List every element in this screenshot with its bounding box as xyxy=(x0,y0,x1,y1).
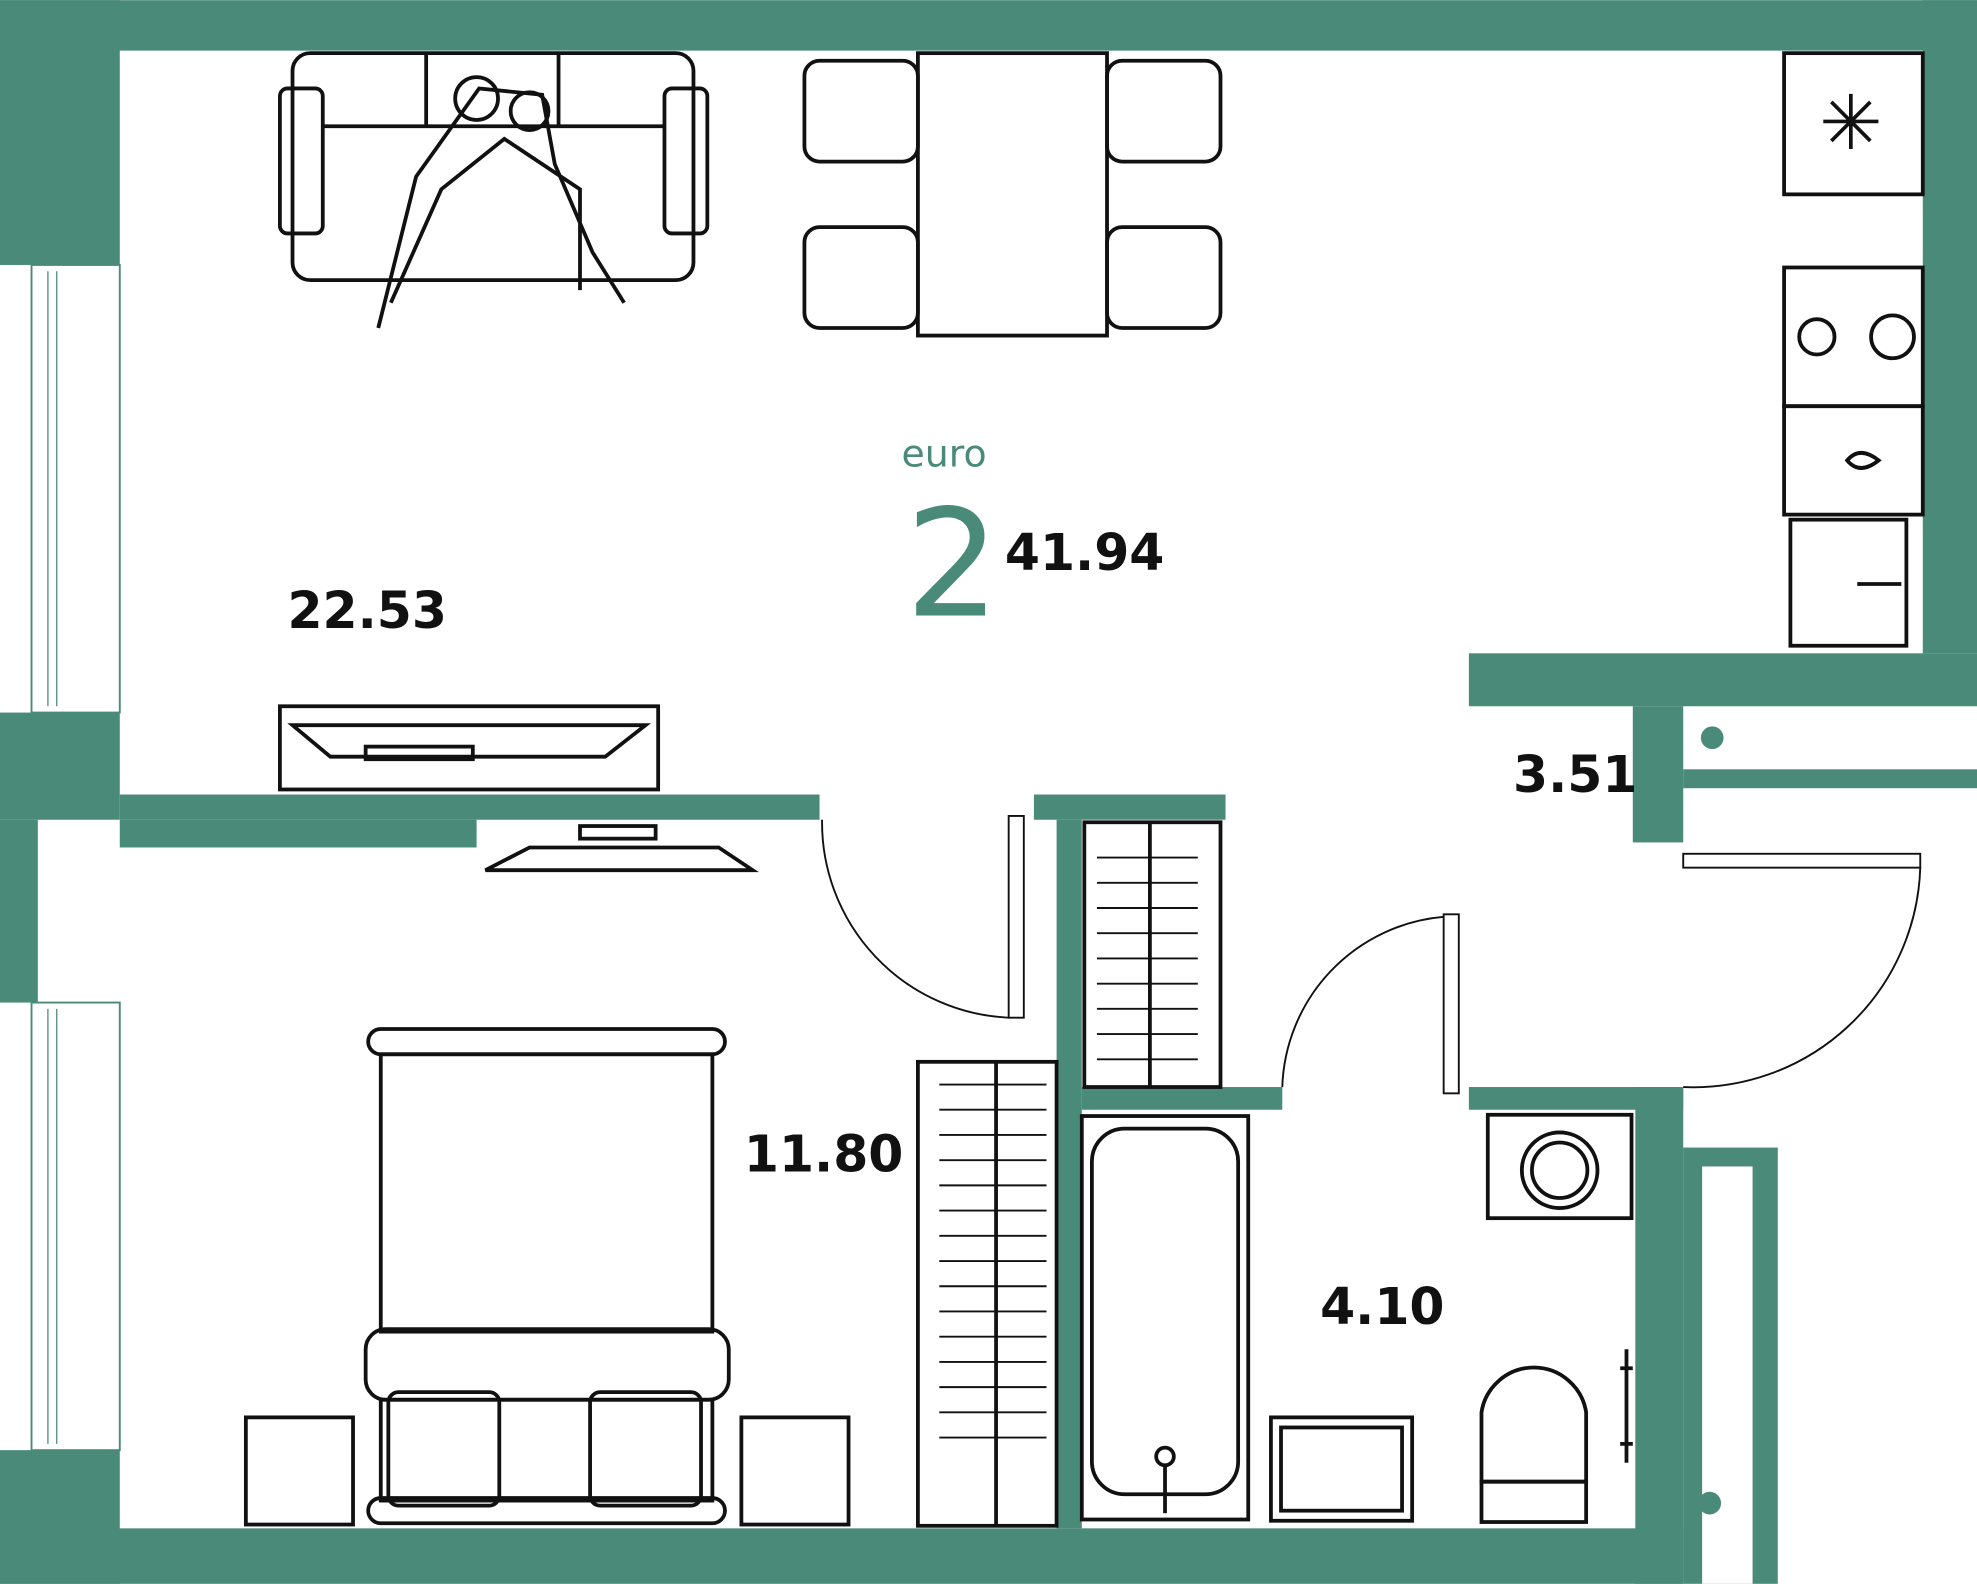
riser-dot xyxy=(1700,726,1724,750)
rooms-count: 2 xyxy=(905,478,1000,651)
bathroom-fixtures-icon xyxy=(1079,1112,1634,1524)
windows xyxy=(30,264,121,1452)
room-area-living: 22.53 xyxy=(287,581,447,640)
room-area-hallway: 3.51 xyxy=(1513,745,1637,804)
tv-stand-icon xyxy=(278,704,759,873)
room-area-bedroom: 11.80 xyxy=(744,1125,903,1184)
kitchen-icon: ✳ xyxy=(1782,51,1925,648)
room-area-bathroom: 4.10 xyxy=(1320,1277,1444,1336)
bed-icon xyxy=(243,1027,851,1527)
snowflake-icon: ✳ xyxy=(1819,79,1882,167)
dining-table-icon xyxy=(802,51,1223,338)
doors xyxy=(821,815,1922,1095)
sofa-icon xyxy=(278,51,710,329)
riser-dot xyxy=(1698,1491,1722,1515)
total-area: 41.94 xyxy=(1005,523,1165,582)
apartment-type-label: euro xyxy=(902,432,987,476)
wardrobe-icon xyxy=(916,820,1223,1528)
